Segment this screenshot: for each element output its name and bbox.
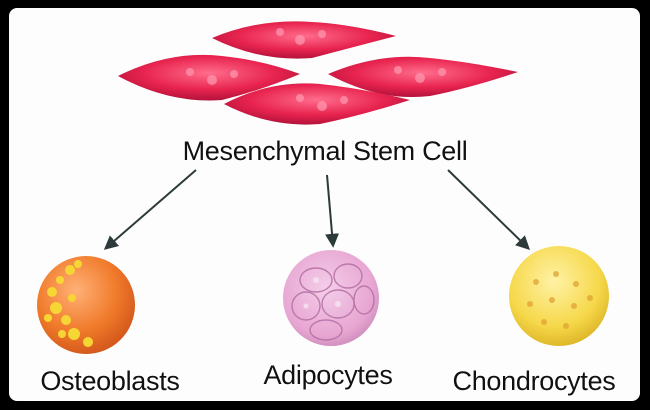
- adipocytes-label: Adipocytes: [263, 360, 393, 390]
- stem-cell: [224, 83, 410, 125]
- arrow-to-osteoblasts: [103, 169, 197, 250]
- osteoblasts-label: Osteoblasts: [40, 366, 180, 396]
- chondrocyte-cell: [509, 246, 609, 346]
- stem-cell-label: Mesenchymal Stem Cell: [182, 136, 468, 166]
- arrow-to-chondrocytes: [447, 169, 531, 250]
- stem-cell-cluster: [118, 21, 518, 125]
- osteoblast-cell: [37, 256, 135, 354]
- arrow-to-adipocytes: [325, 174, 340, 248]
- chondrocytes-label: Chondrocytes: [452, 366, 616, 396]
- adipocyte-cell: [283, 250, 379, 346]
- cell-texture: [186, 28, 446, 111]
